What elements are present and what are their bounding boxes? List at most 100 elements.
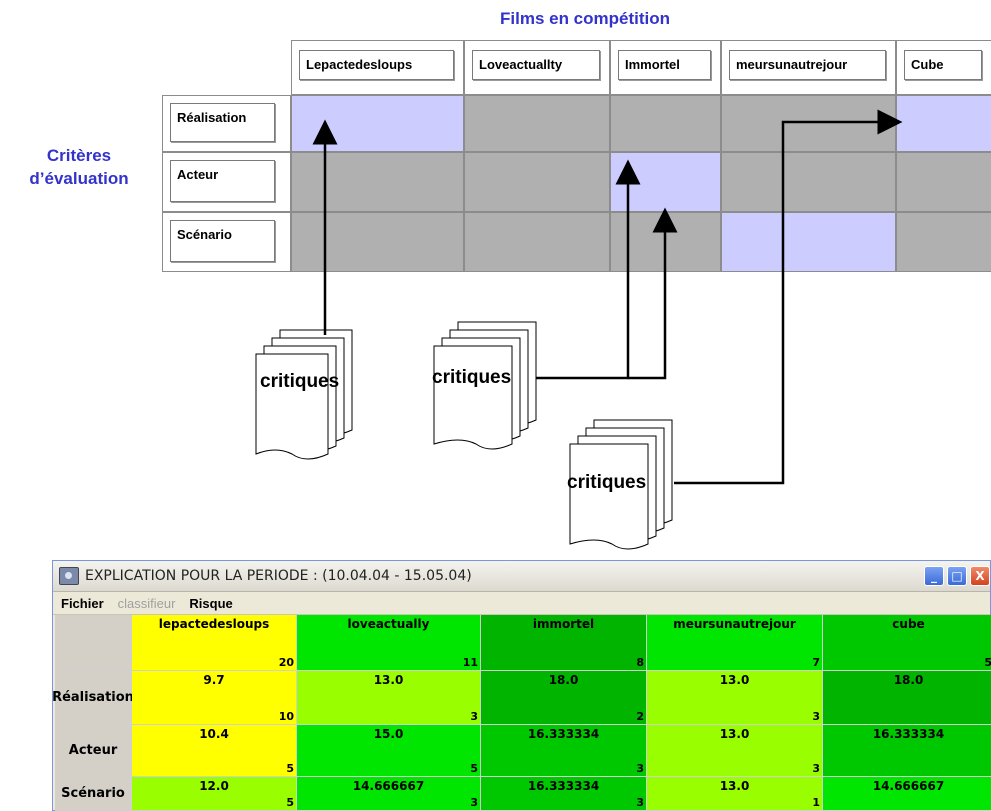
evaluation-cell [464,212,610,272]
criterion-label: Réalisation [170,103,275,142]
table-cell: 16.333334 3 [481,777,647,811]
cell-value: 14.666667 [872,779,945,793]
close-button[interactable]: X [970,566,990,586]
cell-value: 15.0 [373,727,404,741]
column-count: 11 [462,656,478,669]
criteria-title-line2: d’évaluation [29,169,129,188]
criterion-label: Scénario [170,220,275,262]
cell-count: 3 [470,710,478,723]
document-label-2: critiques [432,367,512,388]
evaluation-cell [721,212,896,272]
cell-count: 3 [636,762,644,775]
arrow-2a [536,159,641,380]
camera-icon [59,567,79,585]
cell-value: 13.0 [719,727,750,741]
column-name: immortel [532,617,595,631]
table-cell: 14.666667 3 [297,777,481,811]
table-corner-cell [55,615,132,671]
diagram-arrows [255,109,903,550]
cell-value: 18.0 [548,673,579,687]
row-header-cell: Scénario [55,777,132,811]
cell-value: 18.0 [893,673,924,687]
minimize-button[interactable]: _ [924,566,944,586]
evaluation-grid: Lepactedesloups Loveactuallty Immortel meur… [162,40,991,272]
arrow-2b [628,207,678,380]
evaluation-cell [291,212,464,272]
cell-count: 3 [470,796,478,809]
column-header-cell: cube 5 [823,615,991,671]
criteria-title-line1: Critères [46,146,112,165]
film-label: Cube [904,50,982,80]
cell-count: 5 [470,762,478,775]
table-cell: 18.0 [823,671,991,725]
films-title: Films en compétition [500,9,671,28]
film-label: Lepactedesloups [299,50,454,80]
column-count: 8 [636,656,644,669]
evaluation-cell [464,152,610,212]
document-stack-3 [569,419,673,550]
evaluation-cell [291,152,464,212]
evaluation-cell [610,95,721,152]
cell-value: 13.0 [719,673,750,687]
column-header-cell: loveactually 11 [297,615,481,671]
row-header-cell: Réalisation [52,671,134,725]
table-cell: 9.7 10 [132,671,297,725]
column-name: meursunautrejour [673,617,796,631]
cell-count: 3 [812,762,820,775]
cell-value: 10.4 [199,727,229,741]
column-count: 5 [984,656,991,669]
column-name: cube [892,617,925,631]
menu-classifieur[interactable]: classifieur [117,595,176,611]
evaluation-cell [896,95,991,152]
document-label-1: critiques [260,371,340,392]
cell-count: 1 [812,796,820,809]
menu-bar: Fichier classifieur Risque [53,592,990,615]
cell-value: 14.666667 [352,779,425,793]
arrow-3 [674,109,903,485]
table-cell: 16.333334 [823,725,991,777]
evaluation-cell [721,152,896,212]
table-cell: 16.333334 3 [481,725,647,777]
criteria-title: Critères d’évaluation [20,144,138,190]
cell-value: 16.333334 [872,727,945,741]
column-name: loveactually [347,617,430,631]
window-title: EXPLICATION POUR LA PERIODE : (10.04.04 … [85,568,472,584]
cell-count: 3 [636,796,644,809]
cell-value: 13.0 [373,673,404,687]
cell-count: 5 [286,796,294,809]
document-label-3: critiques [567,472,647,493]
cell-value: 16.333334 [527,727,600,741]
document-stack-1 [255,329,353,460]
cell-value: 9.7 [203,673,225,687]
row-header-cell: Acteur [55,725,132,777]
film-label: meursunautrejour [729,50,886,80]
cell-value: 13.0 [719,779,750,793]
explication-window: EXPLICATION POUR LA PERIODE : (10.04.04 … [52,560,991,811]
cell-count: 2 [636,710,644,723]
table-cell: 14.666667 [823,777,991,811]
film-label: Immortel [618,50,711,80]
menu-risque[interactable]: Risque [189,595,233,611]
film-label: Loveactuallty [472,50,600,80]
column-name: lepactedesloups [158,617,270,631]
column-count: 7 [812,656,820,669]
window-titlebar[interactable]: EXPLICATION POUR LA PERIODE : (10.04.04 … [53,561,990,592]
maximize-button[interactable]: □ [947,566,967,586]
evaluation-cell [721,95,896,152]
evaluation-cell [896,152,991,212]
cell-count: 5 [286,762,294,775]
evaluation-cell [464,95,610,152]
cell-value: 12.0 [199,779,229,793]
cell-value: 16.333334 [527,779,600,793]
cell-count: 10 [278,710,294,723]
cell-count: 3 [812,710,820,723]
menu-fichier[interactable]: Fichier [61,595,104,611]
